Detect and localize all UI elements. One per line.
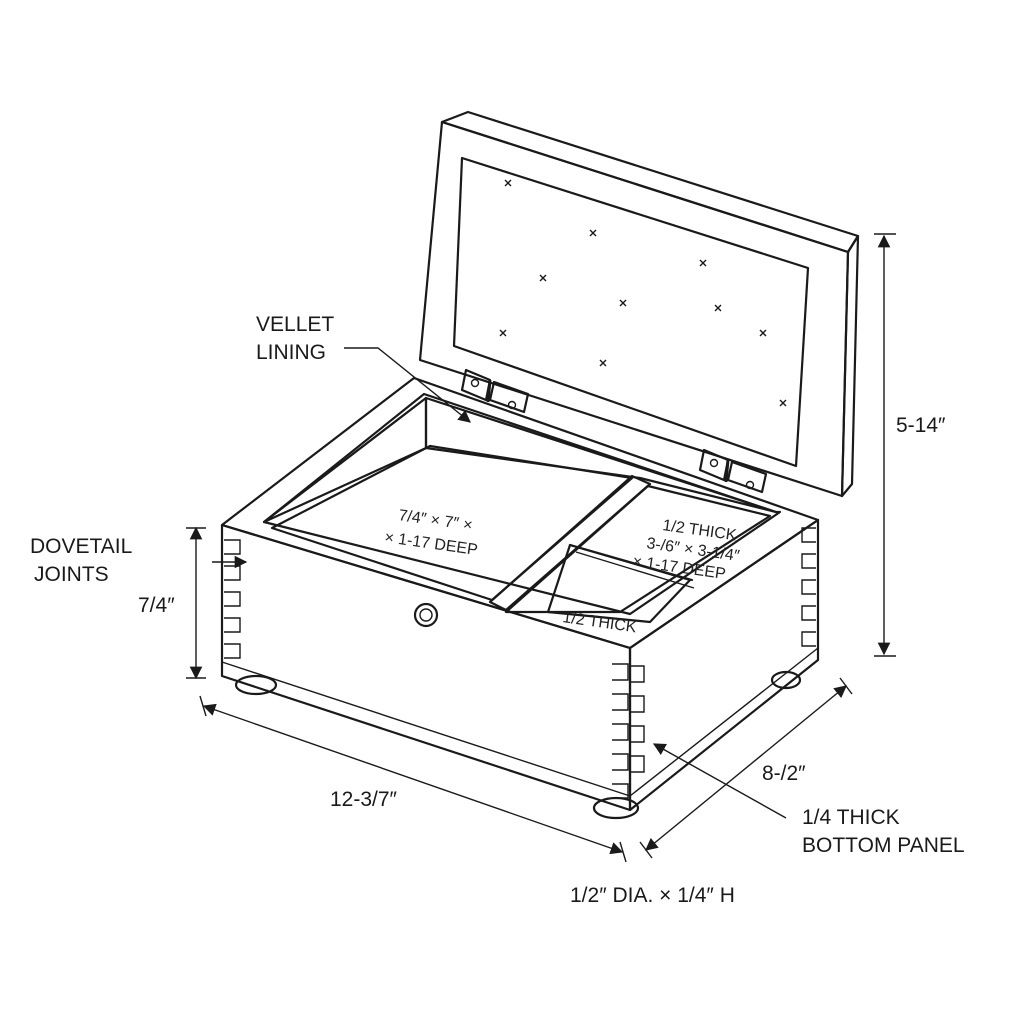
lining-label-1: VELLET: [256, 313, 334, 336]
lid-lining: [452, 156, 810, 468]
large-compartment-label-1: 7/4″ × 7″ ×: [397, 507, 473, 534]
hinge-right: [698, 448, 768, 494]
small-compartment-area: [504, 484, 772, 614]
front-knob: [413, 602, 439, 628]
depth-label: 8-/2″: [762, 762, 806, 785]
hinge-left: [460, 368, 530, 414]
lid: [418, 110, 860, 498]
leader-lines: [212, 347, 787, 819]
lid-sparkles: [499, 179, 787, 407]
lining-label-2: LINING: [256, 341, 326, 364]
dovetail-back: [801, 527, 816, 647]
bottom-panel-label-2: BOTTOM PANEL: [802, 834, 965, 857]
feet-label: 1/2″ DIA. × 1/4″ H: [570, 884, 735, 907]
top-rim: [220, 376, 820, 650]
lid-height-label: 5-14″: [896, 414, 946, 437]
box-height-label: 7/4″: [138, 594, 175, 617]
large-compartment: [270, 444, 634, 602]
dovetail-label-1: DOVETAIL: [30, 535, 132, 558]
divider: [488, 474, 652, 612]
dovetail-label-2: JOINTS: [34, 563, 109, 586]
front-face: [220, 523, 632, 812]
length-label: 12-3/7″: [330, 788, 398, 811]
dovetail-right: [612, 663, 645, 799]
dimension-lines: [186, 233, 896, 863]
interior: [262, 392, 782, 624]
bottom-panel-label-1: 1/4 THICK: [802, 806, 900, 829]
dovetail-left: [224, 539, 241, 659]
